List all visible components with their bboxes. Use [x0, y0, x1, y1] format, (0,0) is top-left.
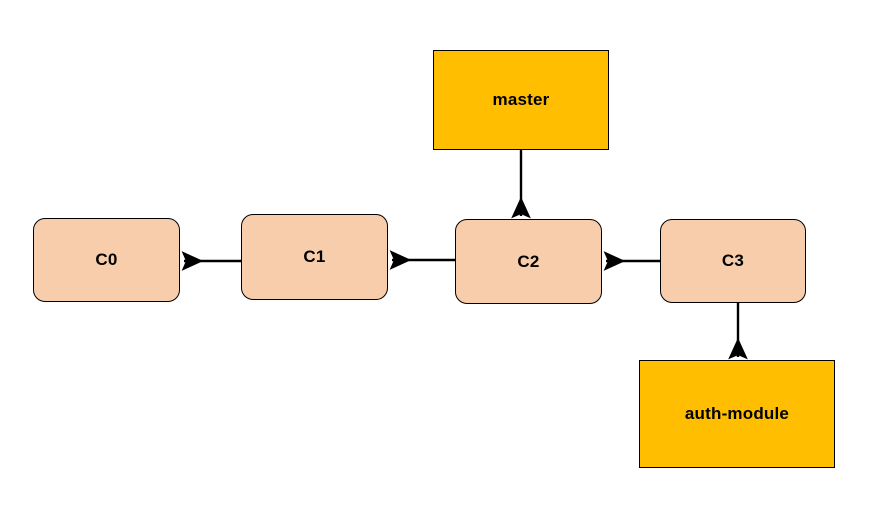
- node-c2[interactable]: C2: [455, 219, 602, 304]
- node-auth-module-label: auth-module: [684, 404, 790, 423]
- node-c0[interactable]: C0: [33, 218, 180, 302]
- node-c0-label: C0: [95, 250, 118, 269]
- node-master[interactable]: master: [433, 50, 609, 150]
- node-c1[interactable]: C1: [241, 214, 388, 300]
- node-c3[interactable]: C3: [660, 219, 806, 303]
- node-c2-label: C2: [517, 251, 540, 271]
- node-c1-label: C1: [303, 247, 326, 266]
- node-auth-module[interactable]: auth-module: [639, 360, 835, 468]
- node-master-label: master: [492, 90, 550, 109]
- node-c3-label: C3: [721, 251, 745, 270]
